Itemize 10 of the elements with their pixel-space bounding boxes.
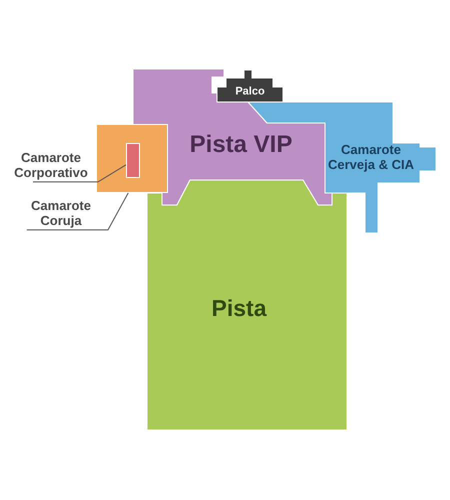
leader-line — [32, 164, 126, 182]
section-label: Pista — [212, 294, 266, 322]
callout-label: Camarote Coruja — [16, 199, 106, 229]
inner-box-section — [126, 143, 140, 178]
section-label: Camarote Cerveja & CIA — [327, 143, 415, 173]
section-label: Pista VIP — [190, 131, 292, 159]
section-label: Palco — [235, 86, 265, 98]
leader-line — [26, 192, 129, 230]
callout-label: Camarote Corporativo — [6, 151, 96, 181]
box-section — [96, 124, 168, 193]
